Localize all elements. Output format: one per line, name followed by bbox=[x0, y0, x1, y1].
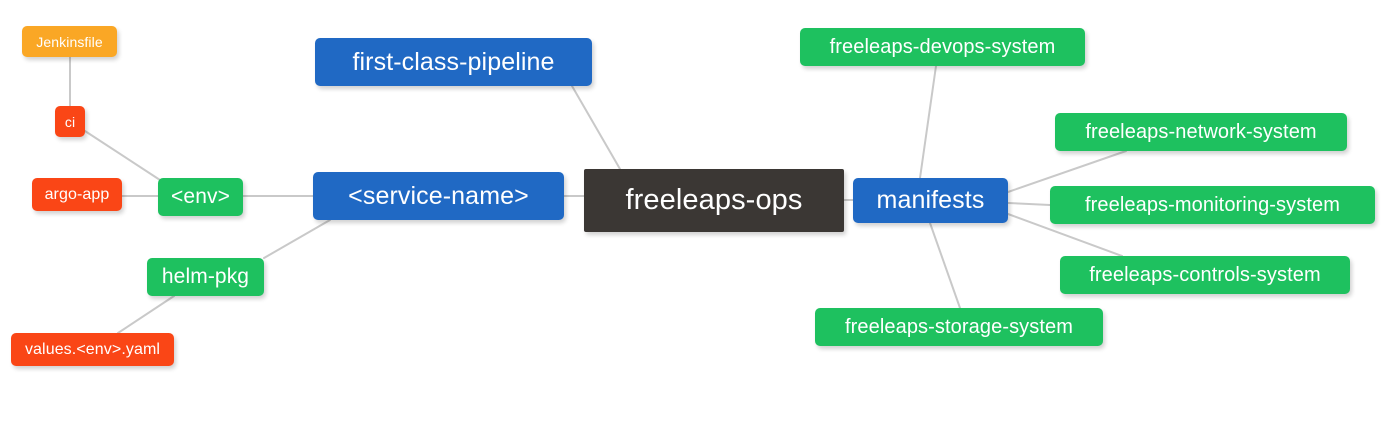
node-label: freeleaps-ops bbox=[625, 184, 803, 216]
node-label: <service-name> bbox=[348, 181, 529, 210]
edge-manifests-to-freeleaps-devops-system bbox=[919, 65, 937, 179]
node-label: first-class-pipeline bbox=[352, 47, 555, 76]
mindmap-node-ci[interactable]: ci bbox=[55, 106, 85, 137]
node-label: helm-pkg bbox=[161, 265, 250, 288]
edge-env-to-ci bbox=[84, 130, 161, 181]
node-label: Jenkinsfile bbox=[36, 33, 103, 50]
node-label: freeleaps-devops-system bbox=[829, 35, 1056, 58]
mindmap-node-freeleaps-monitoring-system[interactable]: freeleaps-monitoring-system bbox=[1050, 186, 1375, 224]
edge-manifests-to-freeleaps-storage-system bbox=[929, 222, 961, 309]
edge-helm-pkg-to-values-env-yaml bbox=[117, 295, 175, 334]
node-label: freeleaps-storage-system bbox=[844, 315, 1074, 338]
mindmap-node-freeleaps-controls-system[interactable]: freeleaps-controls-system bbox=[1060, 256, 1350, 294]
node-label: freeleaps-controls-system bbox=[1089, 263, 1321, 286]
mindmap-node-freeleaps-network-system[interactable]: freeleaps-network-system bbox=[1055, 113, 1347, 151]
node-label: <env> bbox=[171, 185, 230, 208]
mindmap-node-freeleaps-storage-system[interactable]: freeleaps-storage-system bbox=[815, 308, 1103, 346]
mindmap-node-freeleaps-devops-system[interactable]: freeleaps-devops-system bbox=[800, 28, 1085, 66]
edge-freeleaps-ops-to-first-class-pipeline bbox=[571, 85, 621, 170]
edge-service-name-to-helm-pkg bbox=[263, 219, 331, 259]
mindmap-node-freeleaps-ops[interactable]: freeleaps-ops bbox=[584, 169, 844, 232]
mindmap-node-manifests[interactable]: manifests bbox=[853, 178, 1008, 223]
mindmap-node-env[interactable]: <env> bbox=[158, 178, 243, 216]
mindmap-node-helm-pkg[interactable]: helm-pkg bbox=[147, 258, 264, 296]
node-label: values.<env>.yaml bbox=[24, 340, 161, 358]
edge-manifests-to-freeleaps-monitoring-system bbox=[1007, 202, 1051, 206]
node-label: argo-app bbox=[44, 185, 110, 203]
mindmap-node-jenkinsfile[interactable]: Jenkinsfile bbox=[22, 26, 117, 57]
mindmap-node-values-env-yaml[interactable]: values.<env>.yaml bbox=[11, 333, 174, 366]
node-label: ci bbox=[64, 113, 76, 130]
node-label: freeleaps-network-system bbox=[1085, 120, 1317, 143]
mindmap-node-service-name[interactable]: <service-name> bbox=[313, 172, 564, 220]
mindmap-node-first-class-pipeline[interactable]: first-class-pipeline bbox=[315, 38, 592, 86]
mindmap-node-argo-app[interactable]: argo-app bbox=[32, 178, 122, 211]
node-label: manifests bbox=[876, 186, 985, 214]
node-label: freeleaps-monitoring-system bbox=[1084, 193, 1340, 216]
